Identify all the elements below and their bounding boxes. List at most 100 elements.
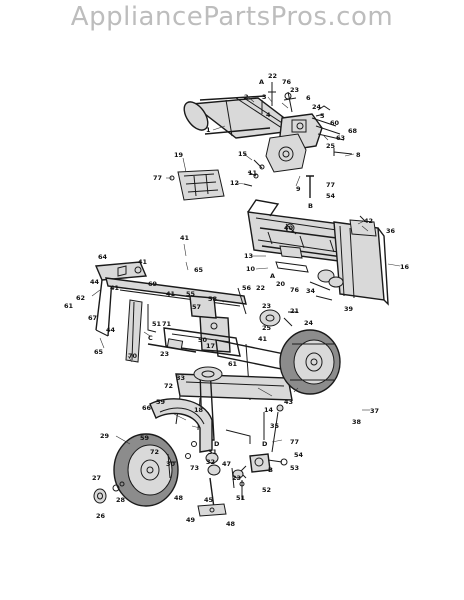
label-8: 8 [356,151,361,159]
label-36: 36 [386,227,396,235]
label-44: 44 [90,278,100,286]
label-73: 73 [190,464,199,472]
label-41e: 41 [258,335,268,343]
label-6: 6 [306,94,311,102]
label-D2: D [214,440,220,448]
label-1: 1 [206,126,211,134]
label-A: A [259,78,264,86]
label-5: 5 [320,112,325,120]
pump-assembly [232,453,288,479]
side-bracket [169,169,225,201]
label-C: C [148,334,153,342]
label-26: 26 [96,512,106,520]
label-24: 24 [312,103,322,111]
label-A2: A [270,272,275,280]
axle-assembly [175,366,293,441]
lower-hardware [167,441,245,500]
label-70: 70 [128,352,138,360]
label-69: 69 [148,280,158,288]
label-35: 35 [270,422,280,430]
right-wheel [279,329,341,395]
label-63: 63 [336,134,345,142]
label-54: 54 [326,192,336,200]
label-76b: 76 [290,286,300,294]
hub-cap-parts [93,481,125,504]
label-77: 77 [153,174,162,182]
label-64: 64 [98,253,108,261]
label-59b: 59 [140,434,150,442]
watermark-text: AppliancePartsPros.com [70,2,394,32]
label-21: 21 [290,307,300,315]
label-3: 3 [262,93,267,101]
beam-end-cap [349,215,377,237]
label-61b: 61 [228,360,238,368]
label-B2: B [268,466,273,474]
label-41: 41 [180,234,190,242]
coupler-parts [197,452,227,517]
label-15: 15 [238,150,248,158]
label-65: 65 [194,266,204,274]
label-50: 50 [198,336,208,344]
part-number-labels: 22 A 76 23 2 3 6 24 4 5 60 68 63 1 25 8 … [64,72,410,528]
label-33: 33 [176,374,185,382]
label-48b: 48 [226,520,236,528]
label-34: 34 [306,287,316,295]
label-60: 60 [330,119,340,127]
label-53: 53 [290,464,299,472]
label-49: 49 [186,516,196,524]
label-43: 43 [284,398,293,406]
beam-slide-parts [275,223,344,301]
label-9: 9 [296,185,301,193]
label-56: 56 [242,284,252,292]
label-71: 71 [162,320,172,328]
label-51b: 51 [236,494,246,502]
tow-tongue [94,261,148,337]
label-77c: 77 [290,438,299,446]
label-27: 27 [92,474,101,482]
label-12: 12 [230,179,239,187]
label-22: 22 [268,72,277,80]
label-59: 59 [156,398,166,406]
label-28: 28 [116,496,126,504]
label-40: 40 [284,224,294,232]
label-67: 67 [88,314,97,322]
label-18: 18 [194,406,204,414]
label-24b: 24 [304,319,314,327]
label-38: 38 [352,418,362,426]
label-72b: 72 [150,448,159,456]
label-13: 13 [244,252,253,260]
label-D: D [262,440,268,448]
label-48: 48 [174,494,184,502]
label-54b: 54 [294,451,304,459]
label-10: 10 [246,265,256,273]
frame-crossbar [105,277,247,307]
top-hardware [243,82,353,198]
label-62: 62 [76,294,85,302]
label-14: 14 [264,406,274,414]
cylinder-mount-bracket [265,133,307,173]
label-41b: 41 [138,258,148,266]
label-57: 57 [192,303,201,311]
label-77b: 77 [326,181,335,189]
label-51: 51 [152,320,162,328]
label-41c: 41 [166,290,176,298]
label-4: 4 [266,111,271,119]
label-41d: 41 [110,284,120,292]
label-65b: 65 [94,348,104,356]
label-45: 45 [204,496,214,504]
label-44b: 44 [106,326,116,334]
label-72: 72 [164,382,173,390]
label-B: B [308,202,313,210]
label-25b: 25 [262,324,272,332]
label-52: 52 [262,486,271,494]
label-23: 23 [290,86,299,94]
label-31: 31 [208,448,218,456]
label-47: 47 [222,460,231,468]
label-16: 16 [400,263,410,271]
jack-stand [125,299,157,363]
label-29: 29 [100,432,110,440]
frame-rods [147,338,284,453]
label-11: 11 [248,169,258,177]
log-cradle [189,287,298,327]
